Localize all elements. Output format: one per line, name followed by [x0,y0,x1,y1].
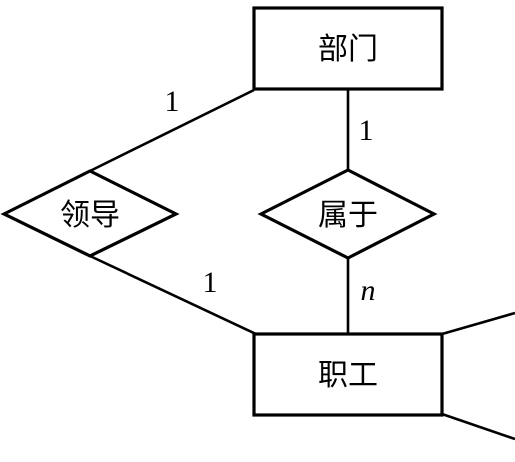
cardinality-lead-employee: 1 [203,266,218,299]
relationship-belong-label: 属于 [318,198,378,233]
cardinality-belong-department: 1 [359,114,374,147]
entity-employee-label: 职工 [318,358,378,393]
relationship-lead-label: 领导 [60,198,120,233]
line-employee-attribute-lower [441,412,515,441]
line-lead-to-department [89,88,255,173]
line-employee-attribute-upper [441,311,515,336]
cardinality-belong-employee: n [361,274,376,307]
entity-department: 部门 [252,6,444,91]
entity-department-label: 部门 [318,32,378,67]
entity-employee: 职工 [252,332,444,417]
relationship-lead: 领导 [0,169,180,258]
cardinality-lead-department: 1 [165,85,180,118]
line-lead-to-employee [89,254,257,336]
relationship-belong: 属于 [257,168,438,260]
